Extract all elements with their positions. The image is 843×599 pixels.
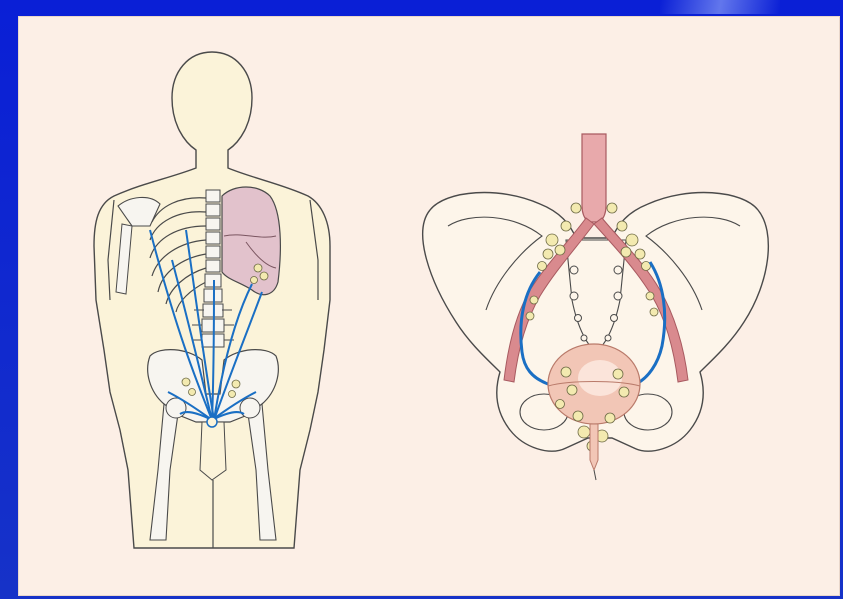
posterior-body-view <box>94 52 330 548</box>
pubic-region <box>200 422 226 480</box>
urethra <box>590 424 598 470</box>
pelvis-view <box>423 134 769 480</box>
urethra-line <box>594 470 596 480</box>
vessel-convergence <box>207 417 217 427</box>
aorta <box>582 134 606 222</box>
right-hip-joint <box>240 398 260 418</box>
